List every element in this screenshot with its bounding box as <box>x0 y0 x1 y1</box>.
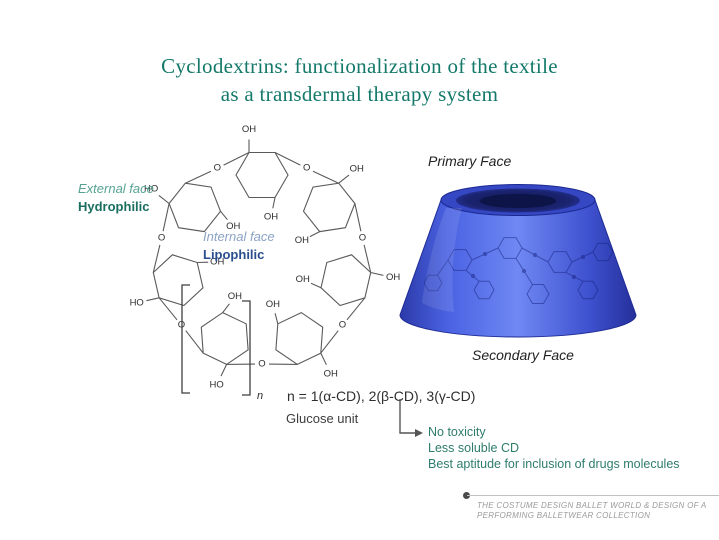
glucose-ring <box>275 311 324 366</box>
atom-label: HO <box>144 184 158 195</box>
cone-structure-lines <box>423 237 614 304</box>
glucose-ring <box>200 311 249 366</box>
bond <box>346 297 366 321</box>
atom-label: OH <box>228 291 242 302</box>
atom-label: OH <box>264 212 278 223</box>
title-line-1: Cyclodextrins: functionalization of the … <box>161 54 558 78</box>
footer-text-line-2: PERFORMING BALLETWEAR COLLECTION <box>477 511 651 520</box>
bond <box>220 210 228 221</box>
repeat-equation: n = 1(α-CD), 2(β-CD), 3(γ-CD) <box>287 388 476 404</box>
atom-label: O <box>258 359 265 370</box>
bond <box>370 271 384 276</box>
external-face-label: External face <box>78 181 154 196</box>
bond <box>222 303 230 313</box>
cone-highlight <box>422 208 462 312</box>
bond <box>162 203 170 232</box>
atom-label: O <box>214 163 221 174</box>
bond <box>320 330 339 354</box>
bond <box>158 194 170 204</box>
internal-face-label: Internal face <box>203 229 275 244</box>
atom-label: OH <box>386 272 400 283</box>
footer-divider <box>467 495 719 496</box>
bond <box>320 352 327 366</box>
page-title: Cyclodextrins: functionalization of the … <box>0 52 719 108</box>
bond <box>223 152 250 166</box>
cyclodextrin-cone-3d <box>399 184 637 338</box>
bond <box>310 282 322 289</box>
title-line-2: as a transdermal therapy system <box>220 82 499 106</box>
repeat-bracket-left <box>181 284 190 394</box>
bond <box>274 152 301 166</box>
bond <box>152 244 161 273</box>
glucose-ring <box>320 254 372 307</box>
bond <box>220 364 228 377</box>
glucose-ring <box>168 182 222 233</box>
benefits-list: No toxicity Less soluble CD Best aptitud… <box>428 424 680 472</box>
footer-dot <box>463 492 470 499</box>
glucose-ring <box>302 182 356 233</box>
arrow-icon <box>399 399 423 437</box>
internal-face-label-group: Internal face Lipophilic <box>203 228 275 264</box>
atom-label: OH <box>295 235 309 246</box>
atom-label: OH <box>242 124 256 135</box>
atom-label: HO <box>209 380 223 391</box>
bond <box>185 170 212 184</box>
atom-label: HO <box>130 297 144 308</box>
glucose-ring <box>152 254 204 307</box>
cone-cavity-inner <box>480 194 556 208</box>
atom-label: OH <box>350 163 364 174</box>
external-face-label-group: External face Hydrophilic <box>78 180 154 216</box>
atom-label: O <box>339 320 346 331</box>
benefit-item: No toxicity <box>428 425 486 439</box>
atom-label: OH <box>210 257 224 268</box>
benefit-item: Less soluble CD <box>428 441 520 455</box>
bond <box>338 174 350 184</box>
cone-body <box>399 199 637 338</box>
glucose-ring <box>235 151 289 199</box>
bond <box>354 203 362 232</box>
glucose-unit-label: Glucose unit <box>286 411 359 426</box>
benefit-item: Best aptitude for inclusion of drugs mol… <box>428 457 680 471</box>
atom-label: OH <box>324 368 338 379</box>
repeat-bracket-right <box>242 300 251 396</box>
hydrophilic-label: Hydrophilic <box>78 199 150 214</box>
footer-text-line-1: THE COSTUME DESIGN BALLET WORLD & DESIGN… <box>477 501 707 510</box>
lipophilic-label: Lipophilic <box>203 247 265 262</box>
atom-label: O <box>359 233 366 244</box>
bond <box>158 297 178 321</box>
footer: THE COSTUME DESIGN BALLET WORLD & DESIGN… <box>477 501 707 521</box>
bond <box>274 313 279 324</box>
secondary-face-label: Secondary Face <box>472 347 574 363</box>
bond <box>309 231 320 238</box>
bond <box>185 330 204 354</box>
bond <box>146 297 160 302</box>
atom-label: O <box>158 233 165 244</box>
repeat-subscript: n <box>257 390 263 402</box>
primary-face-label: Primary Face <box>428 153 512 169</box>
bond <box>363 244 372 273</box>
bond <box>272 197 276 209</box>
atom-label: O <box>303 163 310 174</box>
bond <box>312 170 339 184</box>
atom-label: OH <box>266 299 280 310</box>
atom-label: OH <box>226 221 240 232</box>
atom-label: OH <box>296 274 310 285</box>
